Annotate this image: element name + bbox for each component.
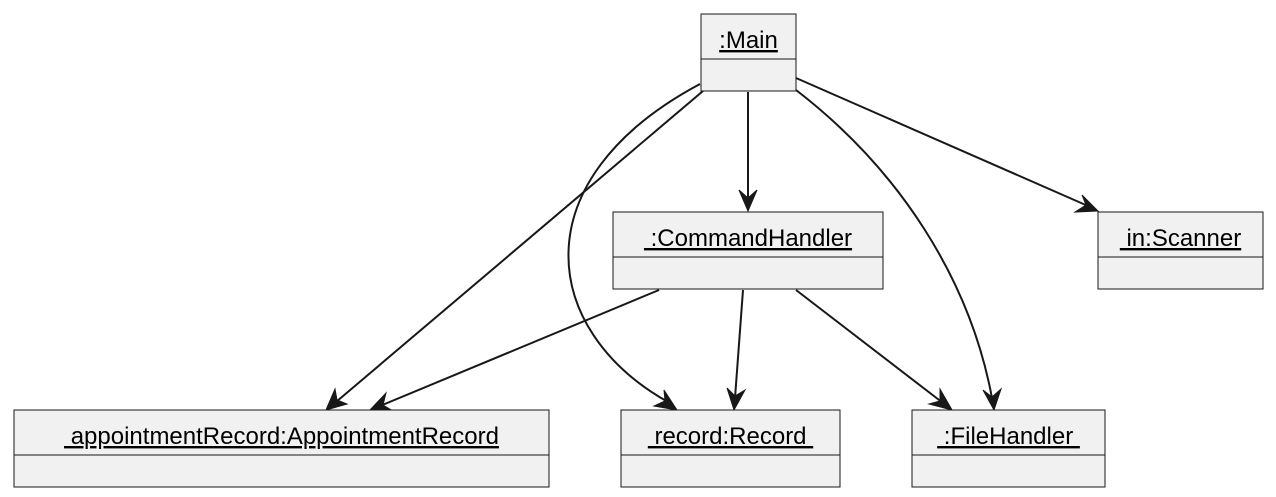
links [325,77,1100,412]
link-commandhandler-to-record [734,289,744,399]
link-main-to-appointmentrecord [335,90,704,403]
object-label-filehandler: :FileHandler [937,423,1080,450]
arrowhead-filehandler-from-commandhandler [927,387,954,411]
object-main: :Main [700,13,797,92]
link-main-to-record [567,83,701,403]
arrowhead-commandhandler [738,189,758,213]
link-commandhandler-to-filehandler [795,289,944,404]
arrowhead-filehandler-from-main [982,387,1003,412]
object-label-main: :Main [719,27,778,54]
arrowhead-record-from-commandhandler [726,387,747,412]
arrowhead-scanner [1073,194,1100,213]
object-commandhandler: :CommandHandler [612,211,884,290]
object-label-appointmentrecord: appointmentRecord:AppointmentRecord [64,423,499,450]
object-label-record: record:Record [648,423,813,450]
arrowhead-record-from-main [652,389,679,411]
object-filehandler: :FileHandler [911,409,1106,488]
link-commandhandler-to-appointmentrecord [379,289,660,407]
arrowhead-appointmentrecord-from-main [325,387,349,411]
object-label-scanner: in:Scanner [1120,225,1241,252]
link-main-to-scanner [795,77,1089,207]
link-main-to-filehandler [795,89,993,399]
object-record: record:Record [620,409,841,488]
object-label-commandhandler: :CommandHandler [644,225,852,252]
object-appointmentrecord: appointmentRecord:AppointmentRecord [13,409,550,488]
object-scanner: in:Scanner [1097,211,1264,290]
